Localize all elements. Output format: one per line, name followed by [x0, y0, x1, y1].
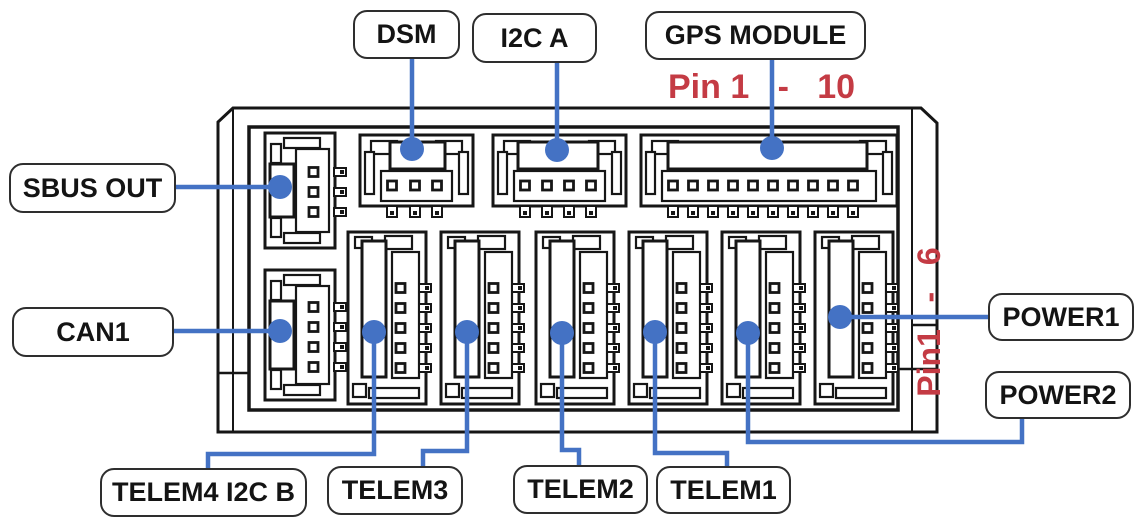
pin-range-side-annotation: Pin1 - 6	[910, 247, 947, 397]
pin1-marker-dot-telem4-i2c-b	[362, 320, 386, 344]
connector-telem2	[534, 230, 620, 406]
pin1-marker-dot-telem2	[550, 321, 574, 345]
connector-can1	[263, 268, 347, 402]
leader-sbus-out	[174, 175, 292, 199]
leader-dsm	[400, 59, 424, 161]
pin1-marker-dot-sbus-out	[268, 175, 292, 199]
label-sbus-out: SBUS OUT	[9, 163, 176, 213]
label-can1: CAN1	[12, 307, 174, 357]
connector-telem4-i2c-b	[346, 230, 432, 406]
label-telem2: TELEM2	[513, 465, 648, 514]
pin-range-top-annotation: Pin 1 - 10	[668, 68, 856, 106]
leader-gps-module	[760, 60, 784, 160]
connector-telem3	[439, 230, 525, 406]
label-power1: POWER1	[988, 293, 1134, 341]
pin1-marker-dot-can1	[268, 319, 292, 343]
connector-telem1	[627, 230, 713, 406]
pin1-marker-dot-telem1	[643, 320, 667, 344]
pin1-marker-dot-i2c-a	[545, 138, 569, 162]
label-power2: POWER2	[985, 371, 1131, 419]
label-gps-module: GPS MODULE	[645, 11, 866, 60]
pin1-marker-dot-telem3	[455, 320, 479, 344]
leader-i2c-a	[545, 62, 569, 162]
leader-telem3	[420, 320, 479, 467]
label-telem1: TELEM1	[656, 466, 791, 514]
pin1-marker-dot-power2	[736, 321, 760, 345]
label-telem3: TELEM3	[327, 466, 463, 515]
leader-telem1	[643, 320, 730, 467]
leader-telem4-i2c-b	[205, 320, 386, 468]
label-i2c-a: I2C A	[472, 13, 597, 63]
label-telem4-i2c-b: TELEM4 I2C B	[100, 468, 307, 517]
leader-can1	[172, 319, 292, 343]
leader-power2	[736, 321, 1025, 445]
leader-power1	[828, 305, 989, 329]
label-dsm: DSM	[353, 10, 460, 59]
pin1-marker-dot-gps-module	[760, 136, 784, 160]
connector-power2	[720, 230, 806, 406]
leader-telem2	[550, 321, 582, 466]
pin1-marker-dot-dsm	[400, 137, 424, 161]
pin1-marker-dot-power1	[828, 305, 852, 329]
